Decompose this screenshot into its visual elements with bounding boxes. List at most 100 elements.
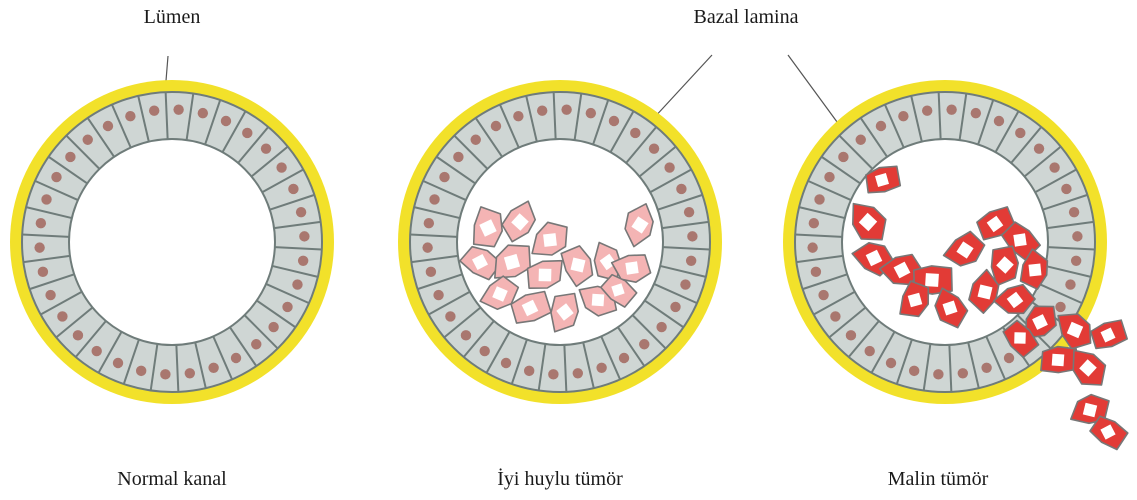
tumor-cell-nucleus	[592, 294, 605, 307]
cell-nucleus	[909, 366, 919, 376]
cell-nucleus	[261, 143, 271, 153]
tumor-cell-nucleus	[1014, 332, 1026, 344]
cell-nucleus	[686, 256, 696, 266]
cell-nucleus	[561, 104, 571, 114]
cell-nucleus	[38, 267, 48, 277]
cell-nucleus	[684, 207, 694, 217]
normal-duct-label: Normal kanal	[117, 468, 226, 491]
cell-nucleus	[461, 330, 471, 340]
cell-nucleus	[92, 346, 102, 356]
cell-nucleus	[639, 339, 649, 349]
tumor-cell-nucleus	[1013, 233, 1026, 246]
malignant-tumor-duct	[783, 80, 1128, 450]
cell-nucleus	[36, 218, 46, 228]
cell-nucleus	[513, 111, 523, 121]
cell-nucleus	[933, 369, 943, 379]
cell-nucleus	[221, 116, 231, 126]
cell-nucleus	[807, 242, 817, 252]
cell-nucleus	[1015, 128, 1025, 138]
cell-nucleus	[125, 111, 135, 121]
lumen-label: Lümen	[144, 6, 201, 29]
cell-nucleus	[809, 218, 819, 228]
cell-nucleus	[1072, 231, 1082, 241]
cell-nucleus	[573, 368, 583, 378]
cell-nucleus	[73, 330, 83, 340]
lamina-leader-line-right	[788, 55, 840, 126]
cell-nucleus	[818, 290, 828, 300]
cell-nucleus	[501, 358, 511, 368]
cell-nucleus	[1069, 207, 1079, 217]
cell-nucleus	[173, 104, 183, 114]
cell-nucleus	[298, 256, 308, 266]
cell-nucleus	[292, 279, 302, 289]
cell-nucleus	[198, 108, 208, 118]
cell-nucleus	[1004, 353, 1014, 363]
cell-nucleus	[656, 322, 666, 332]
cell-nucleus	[422, 242, 432, 252]
cell-nucleus	[619, 353, 629, 363]
cell-nucleus	[296, 207, 306, 217]
cell-nucleus	[958, 368, 968, 378]
cell-nucleus	[670, 302, 680, 312]
cell-nucleus	[886, 358, 896, 368]
cell-nucleus	[971, 108, 981, 118]
cell-nucleus	[1049, 162, 1059, 172]
tumor-cell-nucleus	[625, 261, 638, 274]
tumor-cell-nucleus	[1052, 354, 1065, 367]
cell-nucleus	[45, 290, 55, 300]
cell-nucleus	[471, 135, 481, 145]
cell-nucleus	[524, 366, 534, 376]
cell-nucleus	[680, 279, 690, 289]
cell-nucleus	[424, 218, 434, 228]
malignant-tumor-label: Malin tümör	[888, 468, 989, 491]
cell-nucleus	[981, 363, 991, 373]
benign-tumor-duct	[398, 80, 722, 404]
cell-nucleus	[838, 152, 848, 162]
cell-nucleus	[676, 184, 686, 194]
cell-nucleus	[548, 369, 558, 379]
cell-nucleus	[586, 108, 596, 118]
cell-nucleus	[814, 194, 824, 204]
cell-nucleus	[480, 346, 490, 356]
cell-nucleus	[136, 366, 146, 376]
cell-nucleus	[103, 121, 113, 131]
cell-nucleus	[268, 322, 278, 332]
tumor-cell-nucleus	[925, 273, 939, 287]
cell-nucleus	[288, 184, 298, 194]
basal-lamina-label: Bazal lamina	[694, 6, 799, 29]
cell-nucleus	[185, 368, 195, 378]
cell-nucleus	[433, 290, 443, 300]
tumor-cell-nucleus	[1029, 264, 1042, 277]
cell-nucleus	[664, 162, 674, 172]
cell-nucleus	[830, 311, 840, 321]
cell-nucleus	[898, 111, 908, 121]
cell-nucleus	[41, 194, 51, 204]
cell-nucleus	[876, 121, 886, 131]
cell-nucleus	[276, 162, 286, 172]
cell-nucleus	[51, 172, 61, 182]
cell-nucleus	[630, 128, 640, 138]
cell-nucleus	[846, 330, 856, 340]
cell-nucleus	[445, 311, 455, 321]
cell-nucleus	[491, 121, 501, 131]
lumen	[69, 139, 275, 345]
cell-nucleus	[922, 106, 932, 116]
cell-nucleus	[65, 152, 75, 162]
cell-nucleus	[1065, 279, 1075, 289]
cell-nucleus	[149, 106, 159, 116]
cell-nucleus	[687, 231, 697, 241]
cell-nucleus	[865, 346, 875, 356]
benign-tumor-label: İyi huylu tümör	[497, 468, 623, 491]
cell-nucleus	[208, 363, 218, 373]
cell-nucleus	[251, 339, 261, 349]
cell-nucleus	[282, 302, 292, 312]
cell-nucleus	[1034, 143, 1044, 153]
cell-nucleus	[824, 172, 834, 182]
cell-nucleus	[596, 363, 606, 373]
cell-nucleus	[1071, 256, 1081, 266]
cell-nucleus	[439, 172, 449, 182]
cell-nucleus	[57, 311, 67, 321]
lamina-leader-line-left	[652, 55, 712, 120]
cell-nucleus	[856, 135, 866, 145]
